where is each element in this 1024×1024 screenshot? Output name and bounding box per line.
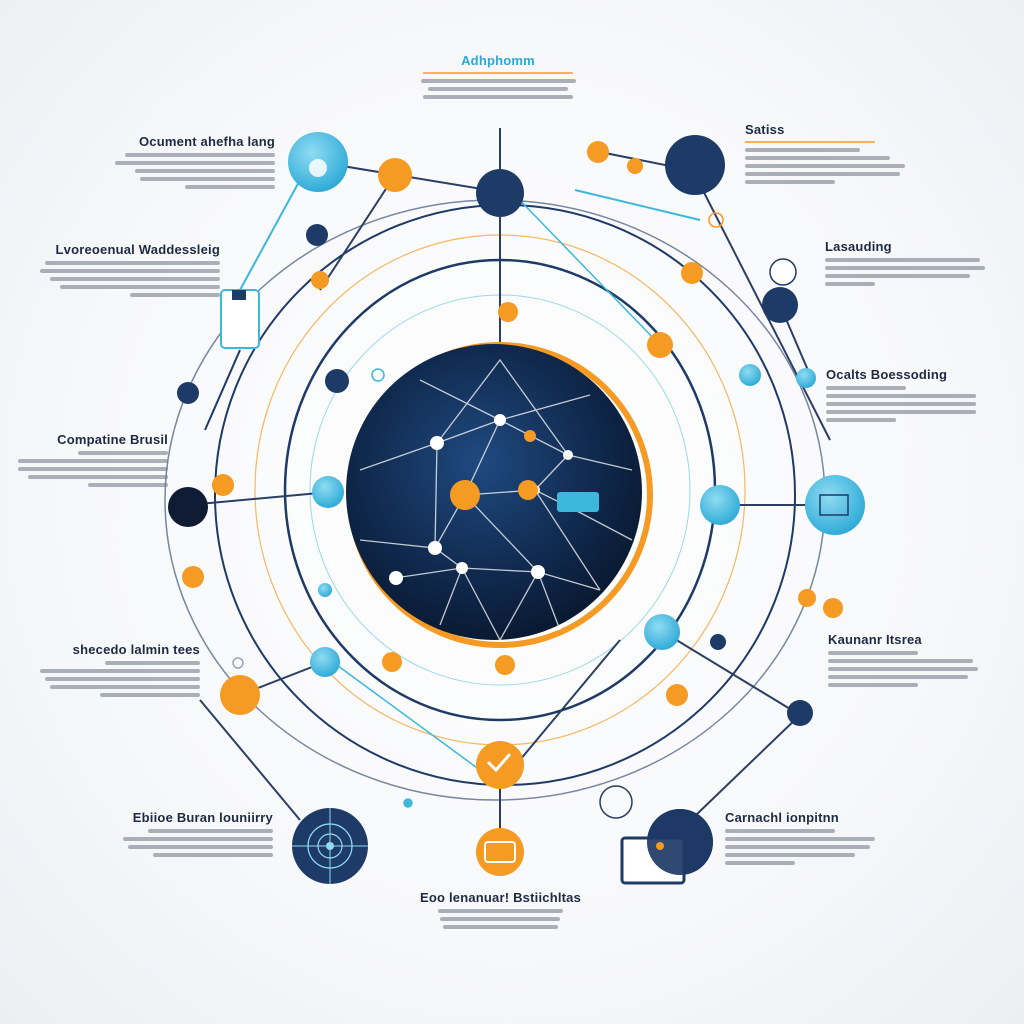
callout-upper-left: Ocument ahefha lang: [100, 134, 275, 193]
text-line: [828, 651, 918, 655]
callout-title: Kaunanr Itsrea: [828, 632, 922, 647]
callout-title: Ocument ahefha lang: [139, 134, 275, 149]
text-line: [440, 917, 560, 921]
text-line: [745, 180, 835, 184]
text-line: [40, 669, 200, 673]
callout-left-mid-upper: Lvoreoenual Waddessleig: [30, 242, 220, 301]
text-line: [115, 161, 275, 165]
text-line: [826, 402, 976, 406]
text-line: [826, 418, 896, 422]
text-line: [135, 169, 275, 173]
callout-title: Lvoreoenual Waddessleig: [55, 242, 220, 257]
central-globe: [346, 342, 653, 648]
callout-underline: [423, 72, 573, 74]
text-line: [725, 837, 875, 841]
text-line: [100, 693, 200, 697]
text-line: [826, 386, 906, 390]
text-line: [725, 829, 835, 833]
text-line: [825, 258, 980, 262]
callout-left-lower: shecedo lalmin tees: [40, 642, 200, 701]
text-line: [185, 185, 275, 189]
text-line: [828, 683, 918, 687]
callout-bottom-left: Ebiioe Buran louniirry: [118, 810, 273, 861]
text-line: [50, 277, 220, 281]
text-line: [828, 659, 973, 663]
text-line: [88, 483, 168, 487]
callout-title: Satiss: [745, 122, 785, 137]
callout-title: Adhphomm: [461, 53, 535, 68]
text-line: [825, 282, 875, 286]
callout-bottom-right: Carnachl ionpitnn: [725, 810, 880, 869]
callout-title: Carnachl ionpitnn: [725, 810, 839, 825]
text-line: [826, 410, 976, 414]
text-line: [130, 293, 220, 297]
text-line: [828, 675, 968, 679]
callout-left-mid: Compatine Brusil: [18, 432, 168, 491]
small-dots: [232, 212, 724, 819]
text-line: [40, 269, 220, 273]
text-line: [125, 153, 275, 157]
text-line: [153, 853, 273, 857]
text-line: [45, 677, 200, 681]
callout-title: Lasauding: [825, 239, 892, 254]
text-line: [60, 285, 220, 289]
text-line: [826, 394, 976, 398]
text-line: [828, 667, 978, 671]
text-line: [725, 853, 855, 857]
text-line: [50, 685, 200, 689]
text-line: [745, 164, 905, 168]
callout-title: Eoo lenanuar! Bstiichltas: [420, 890, 582, 905]
text-line: [825, 266, 985, 270]
text-line: [148, 829, 273, 833]
callout-right-mid: Ocalts Boessoding: [826, 367, 986, 426]
text-line: [825, 274, 970, 278]
callout-right-lower: Kaunanr Itsrea: [828, 632, 978, 691]
text-line: [105, 661, 200, 665]
callout-upper-right: Satiss: [745, 122, 910, 188]
text-line: [745, 156, 890, 160]
node-icons: [220, 159, 849, 885]
callout-right-upper: Lasauding: [825, 239, 990, 290]
text-line: [140, 177, 275, 181]
callout-title: Ebiioe Buran louniirry: [132, 810, 273, 825]
text-line: [725, 861, 795, 865]
text-line: [18, 459, 168, 463]
text-line: [78, 451, 168, 455]
callout-title: Ocalts Boessoding: [826, 367, 948, 382]
callout-title: Compatine Brusil: [57, 432, 168, 447]
text-line: [45, 261, 220, 265]
text-line: [420, 79, 576, 83]
text-line: [428, 87, 568, 91]
text-line: [745, 172, 900, 176]
text-line: [123, 837, 273, 841]
text-line: [725, 845, 870, 849]
text-line: [28, 475, 168, 479]
callout-title: shecedo lalmin tees: [72, 642, 200, 657]
callout-top-center: Adhphomm: [408, 53, 588, 103]
text-line: [18, 467, 168, 471]
text-line: [128, 845, 273, 849]
callout-underline: [745, 141, 875, 143]
text-line: [745, 148, 860, 152]
text-line: [423, 95, 573, 99]
callout-bottom-center: Eoo lenanuar! Bstiichltas: [420, 890, 582, 933]
text-line: [442, 925, 558, 929]
text-line: [437, 909, 563, 913]
